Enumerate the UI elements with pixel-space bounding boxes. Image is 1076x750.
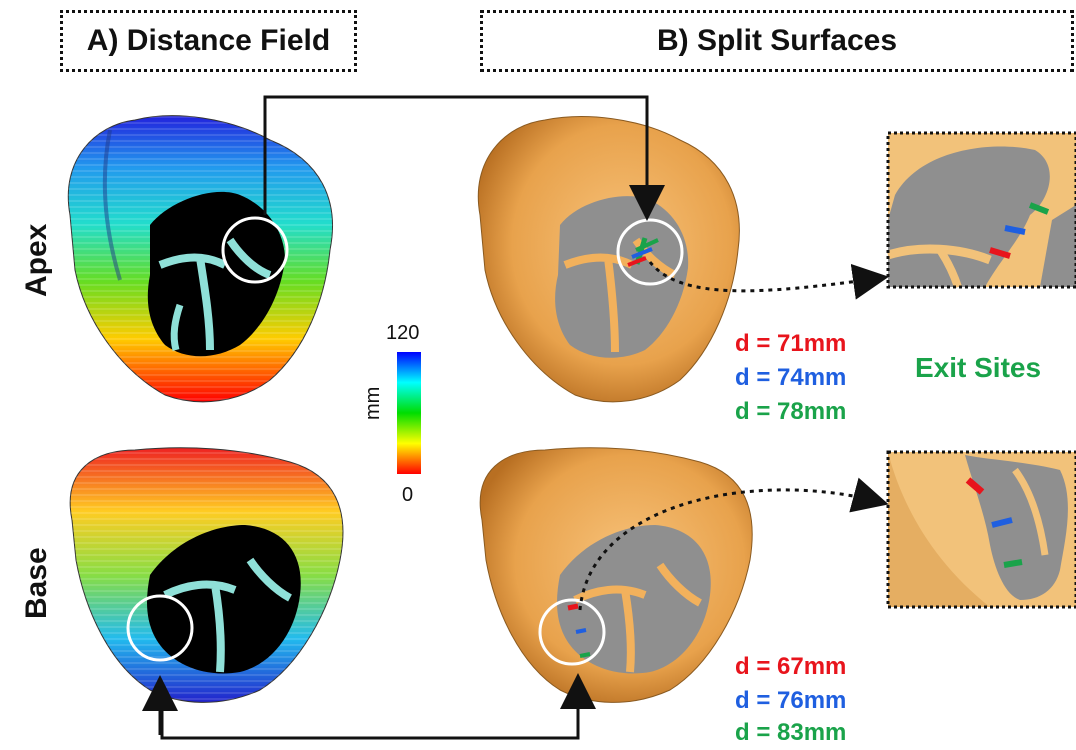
base-split-heart <box>479 447 753 703</box>
colorbar-unit-label: mm <box>362 386 384 420</box>
panel-a-title-text: A) Distance Field <box>86 24 331 57</box>
base-distance-red: d = 67mm <box>735 653 847 680</box>
panel-a-title: A) Distance Field <box>60 10 357 72</box>
apex-zoom-inset <box>886 131 1076 289</box>
base-zoom-inset <box>886 450 1076 609</box>
base-distance-blue: d = 76mm <box>735 687 847 714</box>
apex-distance-blue: d = 74mm <box>735 364 847 391</box>
colorbar <box>397 352 421 474</box>
row-label-base: Base <box>20 547 53 619</box>
colorbar-min-label: 0 <box>402 484 414 506</box>
row-label-apex: Apex <box>20 223 53 297</box>
apex-distance-green: d = 78mm <box>735 398 847 425</box>
base-distance-heart <box>69 447 344 703</box>
base-distance-green: d = 83mm <box>735 719 847 746</box>
exit-sites-label: Exit Sites <box>915 352 1042 383</box>
panel-b-title: B) Split Surfaces <box>480 10 1074 72</box>
apex-distance-red: d = 71mm <box>735 330 847 357</box>
apex-split-heart <box>477 116 740 403</box>
panel-b-title-text: B) Split Surfaces <box>656 24 898 57</box>
apex-distance-heart <box>67 115 333 403</box>
colorbar-max-label: 120 <box>386 322 420 344</box>
connector-arrows <box>142 95 889 740</box>
